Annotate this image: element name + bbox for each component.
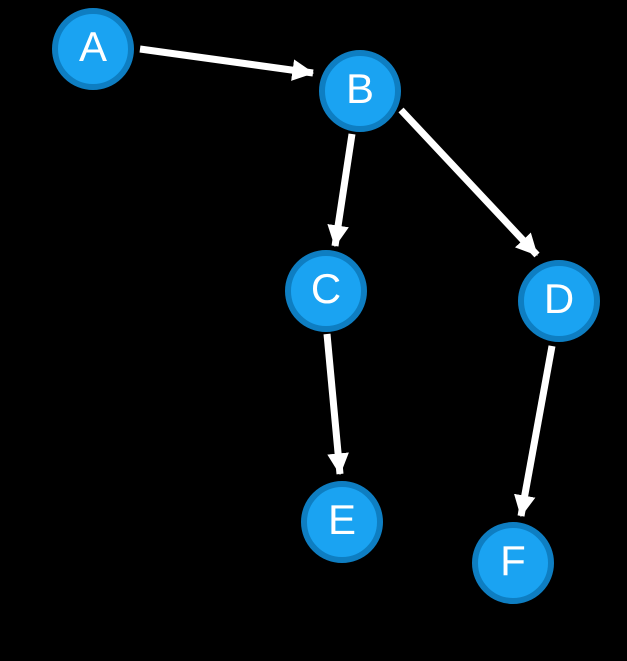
graph-node-e[interactable]: E — [301, 481, 383, 563]
edge-c-e — [323, 333, 349, 476]
graph-node-f[interactable]: F — [472, 522, 554, 604]
node-e-label: E — [327, 496, 356, 543]
edge-b-c — [327, 133, 356, 248]
edge-a-b — [139, 45, 315, 81]
graph-node-c[interactable]: C — [285, 250, 367, 332]
node-a-label: A — [78, 23, 107, 70]
node-f-label: F — [500, 537, 526, 584]
node-d-label: D — [543, 275, 575, 322]
node-b-label: B — [345, 65, 374, 112]
graph-node-b[interactable]: B — [319, 50, 401, 132]
graph-node-d[interactable]: D — [518, 260, 600, 342]
edge-d-f — [514, 345, 556, 518]
edge-b-d — [398, 107, 540, 258]
node-c-label: C — [310, 265, 342, 312]
graph-node-a[interactable]: A — [52, 8, 134, 90]
